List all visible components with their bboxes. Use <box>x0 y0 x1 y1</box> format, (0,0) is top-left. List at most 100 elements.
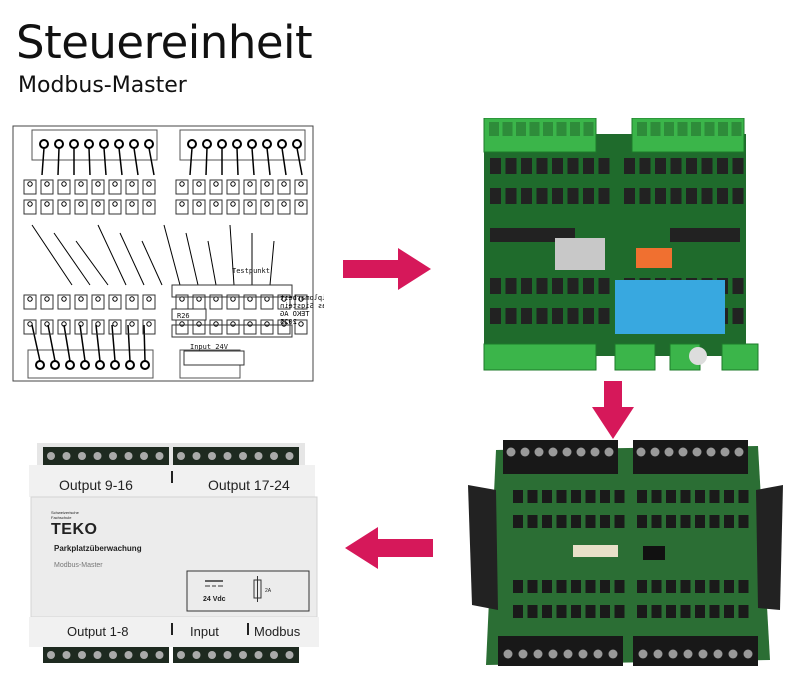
terminal-screw <box>743 649 753 659</box>
chip <box>521 188 532 204</box>
terminal-screw <box>140 452 148 460</box>
pad <box>264 181 270 187</box>
component-outline <box>175 179 189 195</box>
terminal-screw <box>140 651 148 659</box>
chip <box>738 490 749 503</box>
chip <box>542 490 552 503</box>
trace <box>296 147 303 176</box>
resistor-r26-outline <box>171 308 207 321</box>
school-line-1: Schweizerische <box>51 510 79 515</box>
chip <box>527 515 538 528</box>
chip <box>556 515 567 528</box>
component-outline <box>23 199 37 215</box>
component-outline <box>277 199 291 215</box>
component-outline <box>209 199 223 215</box>
school-line-2: Fachschule <box>51 515 72 520</box>
label-output-9-16: Output 9-16 <box>59 477 133 493</box>
product-name: Parkplatzüberwachung <box>54 544 142 553</box>
chip <box>666 605 676 618</box>
trace <box>95 324 101 362</box>
chip <box>639 158 651 174</box>
component-outline <box>142 294 156 310</box>
component-outline <box>226 294 240 310</box>
trace <box>185 232 199 286</box>
chip <box>686 158 697 174</box>
trace <box>31 324 41 362</box>
component-outline <box>260 294 274 310</box>
terminal-screw <box>239 452 247 460</box>
pad <box>230 181 236 187</box>
chip <box>651 490 662 503</box>
chip <box>513 515 523 528</box>
silkscreen-text: TEKO AG <box>280 310 310 318</box>
terminal-screw <box>533 649 543 659</box>
component-outline <box>91 294 105 310</box>
terminal-screw <box>638 649 648 659</box>
silkscreen-text: Lukas Sigstein <box>280 302 324 310</box>
terminal-screw <box>124 452 133 460</box>
terminal-screw <box>728 649 738 659</box>
component-outline <box>74 199 88 215</box>
pad <box>230 201 236 207</box>
component-outline <box>91 199 105 215</box>
connector-outline <box>31 129 158 161</box>
chip <box>567 308 579 324</box>
label-input: Input <box>190 624 219 639</box>
pcb-board <box>486 446 770 665</box>
chip <box>585 580 596 593</box>
terminal-screw <box>124 651 133 659</box>
chip <box>513 490 523 503</box>
pad <box>298 181 304 187</box>
pad <box>61 181 67 187</box>
component-outline <box>125 179 139 195</box>
trace <box>111 324 116 362</box>
chip <box>637 490 647 503</box>
terminal-block <box>633 636 758 666</box>
terminal-screw <box>731 122 742 136</box>
trace <box>266 147 271 176</box>
trace <box>31 224 73 286</box>
terminal-block <box>483 343 597 371</box>
chip <box>505 278 517 294</box>
pcb-photo <box>458 440 788 668</box>
terminal-screw <box>177 651 185 659</box>
component-outline <box>142 179 156 195</box>
trace <box>118 147 123 176</box>
component-outline <box>277 294 291 310</box>
trace <box>229 224 235 286</box>
chip <box>552 188 563 204</box>
chip <box>521 308 532 324</box>
component-outline <box>108 319 122 335</box>
terminal-screw <box>593 649 603 659</box>
trace <box>47 324 56 362</box>
terminal-block <box>498 636 623 666</box>
chip <box>556 605 567 618</box>
chip <box>552 308 563 324</box>
pad <box>298 296 304 302</box>
chip <box>637 515 647 528</box>
trace <box>63 324 71 362</box>
chip <box>614 515 625 528</box>
chip <box>655 158 666 174</box>
chip <box>521 158 532 174</box>
terminal-screw <box>78 651 86 659</box>
pad <box>61 321 67 327</box>
pad <box>95 296 101 302</box>
chip <box>701 188 713 204</box>
chip <box>583 278 594 294</box>
pcb-3d-render <box>470 118 762 380</box>
chip <box>600 515 610 528</box>
terminal-screw <box>177 452 185 460</box>
trace <box>269 240 275 286</box>
component-outline <box>226 199 240 215</box>
trace <box>41 147 45 176</box>
terminal-screw <box>677 122 688 136</box>
pad <box>78 296 84 302</box>
chip <box>536 278 548 294</box>
terminal-screw <box>556 122 567 136</box>
terminal-screw <box>93 651 102 659</box>
terminal-screw <box>285 651 294 659</box>
chip <box>738 605 749 618</box>
fuse <box>573 545 618 557</box>
